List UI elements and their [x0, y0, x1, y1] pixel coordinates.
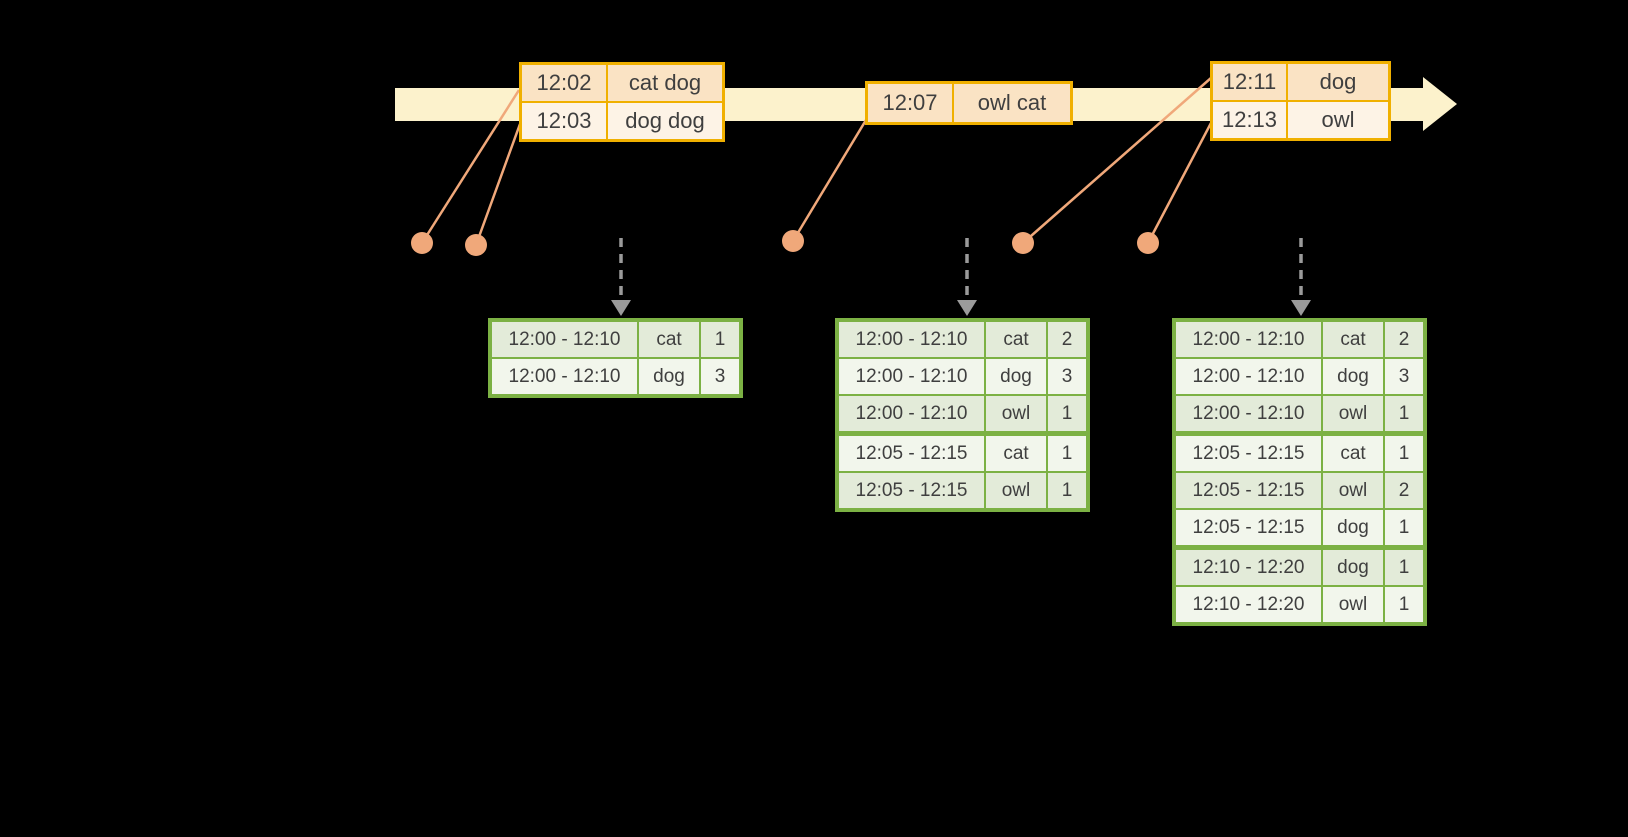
- event-row: 12:03 dog dog: [522, 103, 722, 139]
- result-row: 12:00 - 12:10 dog 3: [492, 359, 739, 394]
- window-cell: 12:05 - 12:15: [1176, 510, 1321, 545]
- window-cell: 12:05 - 12:15: [1176, 436, 1321, 471]
- trigger-arrow-head-icon: [611, 300, 631, 316]
- count-cell: 3: [1048, 359, 1086, 394]
- trigger-arrows: [611, 238, 1311, 316]
- event-row: 12:02 cat dog: [522, 65, 722, 101]
- trigger-arrow-head-icon: [1291, 300, 1311, 316]
- result-table-2: 12:00 - 12:10 cat 2 12:00 - 12:10 dog 3 …: [835, 318, 1090, 512]
- event-table-1: 12:02 cat dog 12:03 dog dog: [519, 62, 725, 142]
- window-cell: 12:10 - 12:20: [1176, 587, 1321, 622]
- trigger-arrow-head-icon: [957, 300, 977, 316]
- count-cell: 2: [1048, 322, 1086, 357]
- timeline-arrowhead-icon: [1423, 77, 1457, 131]
- window-cell: 12:05 - 12:15: [839, 473, 984, 508]
- count-cell: 1: [701, 322, 739, 357]
- count-cell: 1: [1385, 396, 1423, 431]
- word-cell: cat: [1323, 436, 1383, 471]
- event-dot: [411, 232, 433, 254]
- window-cell: 12:05 - 12:15: [1176, 473, 1321, 508]
- count-cell: 1: [1385, 436, 1423, 471]
- window-cell: 12:00 - 12:10: [839, 359, 984, 394]
- result-row: 12:10 - 12:20 owl 1: [1176, 587, 1423, 622]
- window-cell: 12:00 - 12:10: [839, 396, 984, 431]
- window-cell: 12:00 - 12:10: [1176, 396, 1321, 431]
- event-time-cell: 12:07: [868, 84, 952, 122]
- word-cell: owl: [1323, 587, 1383, 622]
- event-connector-line: [420, 89, 521, 244]
- result-table-3: 12:00 - 12:10 cat 2 12:00 - 12:10 dog 3 …: [1172, 318, 1427, 626]
- event-row: 12:13 owl: [1213, 102, 1388, 138]
- event-table-3: 12:11 dog 12:13 owl: [1210, 61, 1391, 141]
- result-row: 12:05 - 12:15 owl 2: [1176, 473, 1423, 508]
- event-words-cell: owl cat: [954, 84, 1070, 122]
- count-cell: 1: [1048, 396, 1086, 431]
- window-cell: 12:00 - 12:10: [839, 322, 984, 357]
- event-words-cell: cat dog: [608, 65, 722, 101]
- event-connector-line: [1146, 122, 1213, 244]
- window-cell: 12:05 - 12:15: [839, 436, 984, 471]
- count-cell: 3: [701, 359, 739, 394]
- word-cell: dog: [639, 359, 699, 394]
- count-cell: 2: [1385, 322, 1423, 357]
- result-table-1: 12:00 - 12:10 cat 1 12:00 - 12:10 dog 3: [488, 318, 743, 398]
- event-connector-line: [1022, 77, 1212, 244]
- result-row: 12:05 - 12:15 cat 1: [1176, 436, 1423, 471]
- event-dot: [1137, 232, 1159, 254]
- event-dots: [411, 230, 1159, 256]
- window-cell: 12:00 - 12:10: [492, 359, 637, 394]
- result-row: 12:00 - 12:10 owl 1: [1176, 396, 1423, 431]
- event-words-cell: dog dog: [608, 103, 722, 139]
- result-row: 12:05 - 12:15 owl 1: [839, 473, 1086, 508]
- event-time-cell: 12:02: [522, 65, 606, 101]
- event-connector-line: [474, 123, 522, 246]
- event-table-2: 12:07 owl cat: [865, 81, 1073, 125]
- word-cell: cat: [1323, 322, 1383, 357]
- event-time-cell: 12:11: [1213, 64, 1286, 100]
- window-cell: 12:00 - 12:10: [1176, 322, 1321, 357]
- event-words-cell: dog: [1288, 64, 1388, 100]
- event-connector-line: [791, 119, 868, 242]
- count-cell: 1: [1385, 587, 1423, 622]
- event-words-cell: owl: [1288, 102, 1388, 138]
- result-row: 12:05 - 12:15 cat 1: [839, 436, 1086, 471]
- event-connector-lines: [420, 77, 1213, 246]
- count-cell: 1: [1385, 510, 1423, 545]
- result-row: 12:00 - 12:10 cat 2: [1176, 322, 1423, 357]
- result-row: 12:00 - 12:10 owl 1: [839, 396, 1086, 431]
- window-cell: 12:00 - 12:10: [492, 322, 637, 357]
- result-row: 12:00 - 12:10 cat 2: [839, 322, 1086, 357]
- event-time-cell: 12:13: [1213, 102, 1286, 138]
- word-cell: cat: [986, 322, 1046, 357]
- window-cell: 12:10 - 12:20: [1176, 550, 1321, 585]
- event-row: 12:07 owl cat: [868, 84, 1070, 122]
- count-cell: 1: [1048, 436, 1086, 471]
- word-cell: owl: [1323, 396, 1383, 431]
- event-dot: [465, 234, 487, 256]
- word-cell: dog: [1323, 510, 1383, 545]
- word-cell: cat: [639, 322, 699, 357]
- word-cell: owl: [986, 473, 1046, 508]
- word-cell: owl: [1323, 473, 1383, 508]
- result-row: 12:00 - 12:10 dog 3: [839, 359, 1086, 394]
- result-row: 12:00 - 12:10 dog 3: [1176, 359, 1423, 394]
- event-dot: [782, 230, 804, 252]
- word-cell: dog: [1323, 550, 1383, 585]
- word-cell: dog: [1323, 359, 1383, 394]
- result-row: 12:00 - 12:10 cat 1: [492, 322, 739, 357]
- event-row: 12:11 dog: [1213, 64, 1388, 100]
- window-cell: 12:00 - 12:10: [1176, 359, 1321, 394]
- word-cell: owl: [986, 396, 1046, 431]
- count-cell: 3: [1385, 359, 1423, 394]
- count-cell: 2: [1385, 473, 1423, 508]
- count-cell: 1: [1385, 550, 1423, 585]
- result-row: 12:10 - 12:20 dog 1: [1176, 550, 1423, 585]
- result-row: 12:05 - 12:15 dog 1: [1176, 510, 1423, 545]
- event-time-cell: 12:03: [522, 103, 606, 139]
- event-dot: [1012, 232, 1034, 254]
- word-cell: dog: [986, 359, 1046, 394]
- count-cell: 1: [1048, 473, 1086, 508]
- word-cell: cat: [986, 436, 1046, 471]
